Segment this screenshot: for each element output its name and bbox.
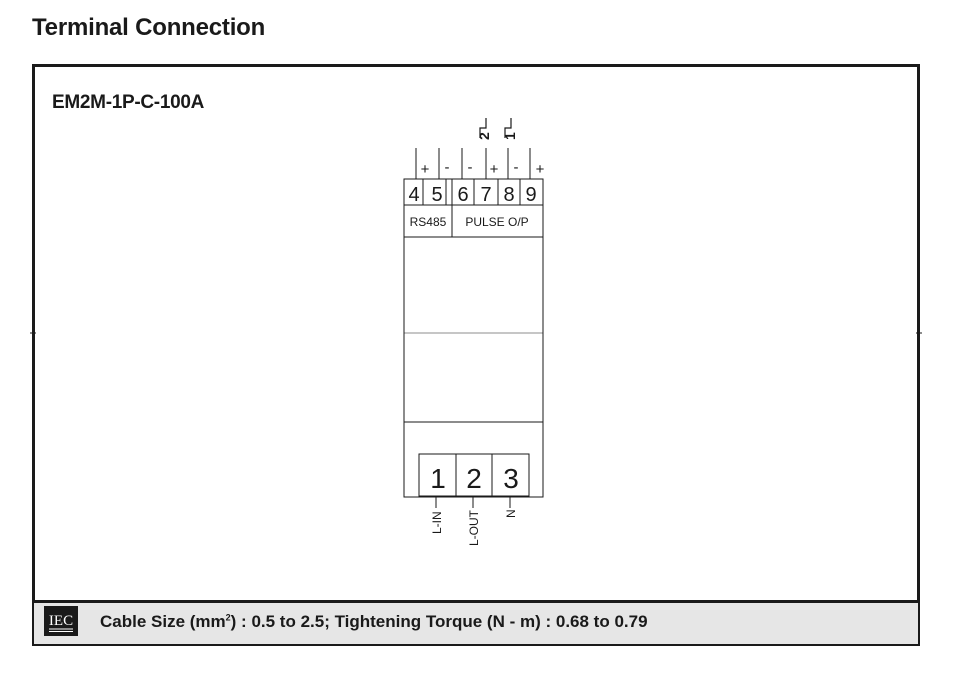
pulse-1-label: 1 (502, 132, 518, 140)
footer-bar (34, 600, 918, 644)
page-title: Terminal Connection (32, 14, 266, 41)
pulse-2-symbol: 2 (476, 118, 492, 140)
polarity-4: + (421, 161, 430, 178)
pulse-output-label: PULSE O/P (465, 215, 528, 229)
n-label: N (504, 509, 518, 518)
cable-spec-prefix: Cable Size (mm (100, 612, 226, 631)
pulse-1-symbol: 1 (502, 118, 518, 140)
terminal-9: 9 (525, 184, 536, 206)
cable-spec-text: Cable Size (mm2) : 0.5 to 2.5; Tightenin… (100, 612, 648, 632)
meter-body (403, 178, 544, 498)
polarity-7: + (490, 161, 499, 178)
top-terminal-block: 4 5 6 7 8 9 (408, 179, 537, 206)
terminal-2: 2 (466, 463, 482, 494)
bottom-terminal-block: 1 2 3 (418, 453, 530, 497)
terminal-1: 1 (430, 463, 446, 494)
bottom-wire-leads (435, 496, 511, 508)
polarity-5: - (445, 159, 450, 176)
terminal-7: 7 (480, 184, 491, 206)
polarity-6: - (468, 159, 473, 176)
terminal-6: 6 (457, 184, 468, 206)
iec-logo: IEC (44, 606, 78, 636)
cable-spec-suffix: ) : 0.5 to 2.5; Tightening Torque (N - m… (230, 612, 648, 631)
l-out-label: L-OUT (467, 509, 481, 546)
terminal-8: 8 (503, 184, 514, 206)
iec-logo-text: IEC (49, 613, 73, 629)
l-in-label: L-IN (430, 511, 444, 534)
cable-spec-superscript: 2 (225, 612, 231, 623)
top-wire-leads (415, 148, 531, 179)
rs485-label: RS485 (410, 215, 447, 229)
diagram-frame (32, 64, 920, 646)
polarity-8: - (514, 159, 519, 176)
polarity-9: + (536, 161, 545, 178)
pulse-2-label: 2 (476, 132, 492, 140)
terminal-3: 3 (503, 463, 519, 494)
model-name: EM2M-1P-C-100A (52, 92, 205, 113)
terminal-4: 4 (408, 184, 419, 206)
terminal-5: 5 (431, 184, 442, 206)
